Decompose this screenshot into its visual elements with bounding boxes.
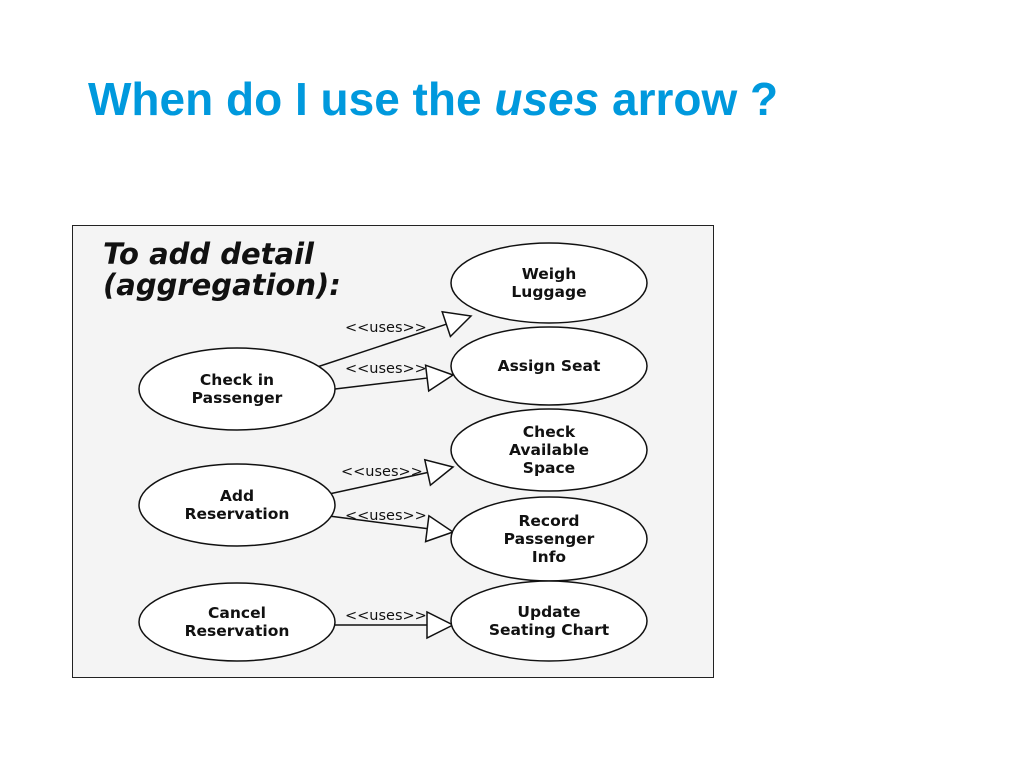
hollow-arrowhead-icon [424, 364, 455, 393]
uses-label: <<uses>> [345, 320, 427, 336]
use-case-diagram: To add detail(aggregation): <<uses>> <<us… [72, 225, 714, 678]
title-emphasis: uses [494, 73, 600, 125]
use-case-label: Weigh [522, 265, 577, 283]
use-case-label: Cancel [208, 604, 266, 622]
diagram-canvas: To add detail(aggregation): <<uses>> <<us… [103, 237, 648, 662]
use-case-label: Check in [200, 371, 274, 389]
use-case-label: Available [509, 441, 589, 459]
use-case-label: Passenger [504, 530, 595, 548]
use-case-ellipse [450, 408, 648, 492]
slide-title: When do I use the uses arrow ? [88, 72, 778, 126]
use-case-label: Reservation [185, 505, 290, 523]
use-case-label: Passenger [192, 389, 283, 407]
use-case-label: Update [517, 603, 580, 621]
use-case-ellipse [450, 242, 648, 324]
use-case-label: Info [532, 548, 566, 566]
uses-label: <<uses>> [345, 608, 427, 624]
use-case-label: Seating Chart [489, 621, 610, 639]
hollow-arrowhead-icon [426, 610, 455, 640]
use-case-ellipse [138, 582, 336, 662]
diagram-heading-line: To add detail [103, 237, 315, 271]
use-case-ellipse [138, 463, 336, 547]
use-case-ellipse [450, 326, 648, 406]
use-case-label: Add [220, 487, 254, 505]
use-case-label: Space [523, 459, 575, 477]
use-case-ellipse [450, 580, 648, 662]
use-case-assign-seat: Assign Seat [450, 326, 648, 406]
hollow-arrowhead-icon [424, 514, 455, 543]
uses-relation-line [328, 515, 428, 530]
diagram-heading-line: (aggregation): [103, 268, 341, 302]
uses-relation-line [328, 471, 428, 495]
use-case-label: Record [518, 512, 579, 530]
use-case-label: Luggage [511, 283, 586, 301]
uses-label: <<uses>> [345, 361, 427, 377]
uses-relation-line [334, 377, 428, 390]
uses-label: <<uses>> [345, 508, 427, 524]
uses-label: <<uses>> [341, 464, 423, 480]
use-case-label: Check [523, 423, 576, 441]
use-case-label: Assign Seat [498, 357, 601, 375]
title-after: arrow ? [599, 73, 779, 125]
use-case-label: Reservation [185, 622, 290, 640]
hollow-arrowhead-icon [441, 310, 473, 338]
title-before: When do I use the [88, 73, 495, 125]
hollow-arrowhead-icon [423, 458, 455, 487]
use-case-ellipse [138, 347, 336, 431]
uses-relation-line [304, 323, 447, 372]
